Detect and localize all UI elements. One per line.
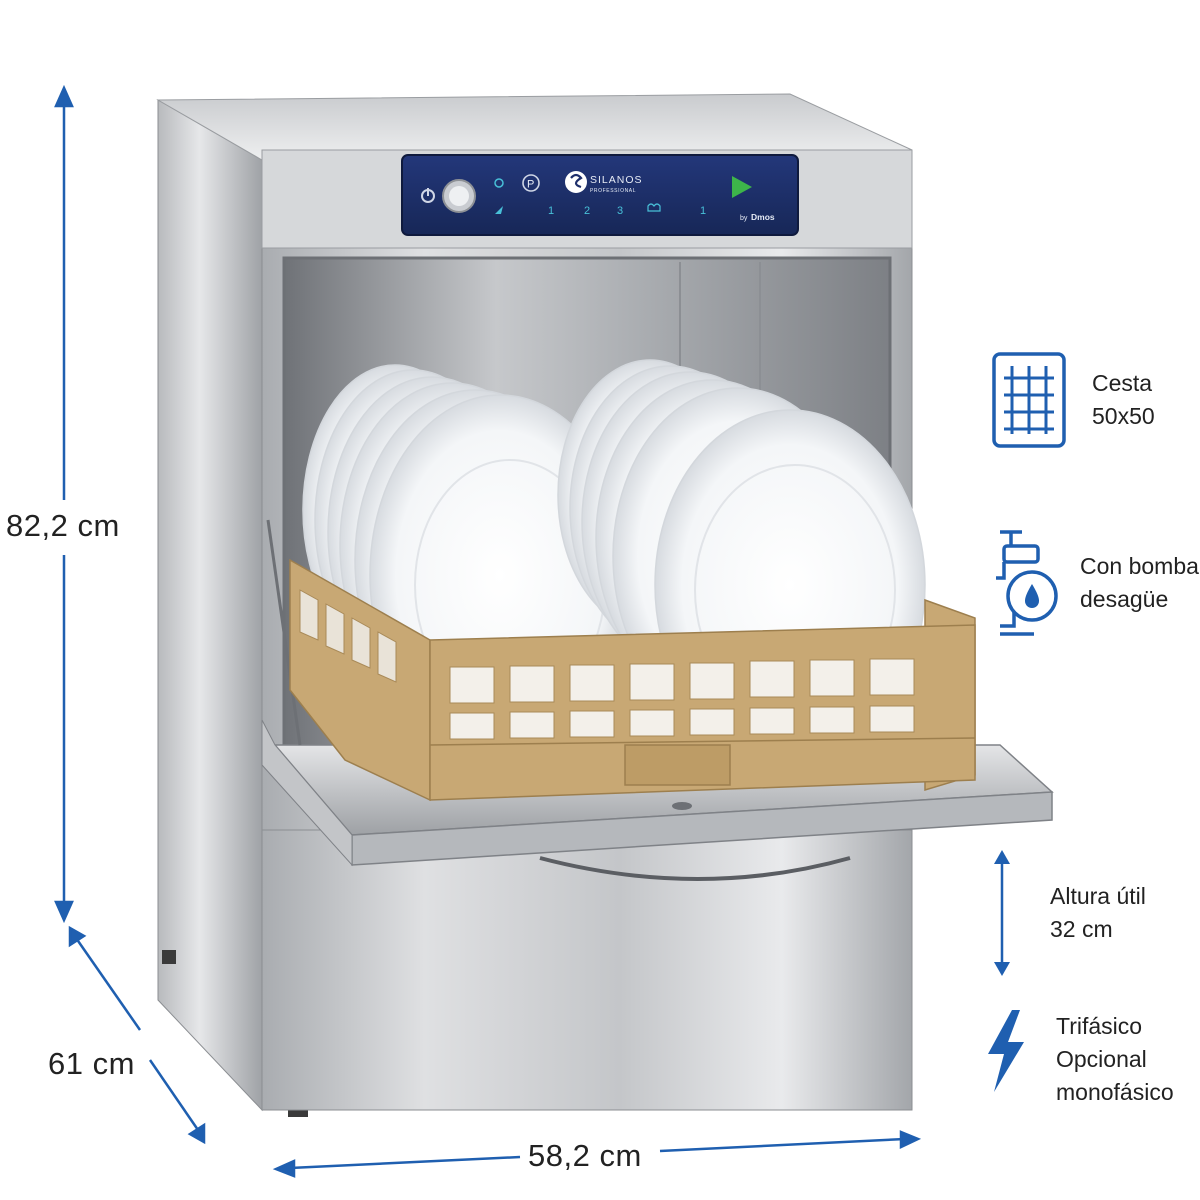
feature-drain-pump: Con bomba desagüe bbox=[992, 528, 1199, 638]
program-button-1[interactable]: 1 bbox=[548, 205, 554, 217]
feature-power-supply-line-2: Opcional bbox=[1056, 1046, 1147, 1072]
lightning-bolt-icon bbox=[988, 1010, 1024, 1092]
control-panel: P SILANOS PROFESSIONAL 1 2 3 1 by Dmos bbox=[401, 154, 799, 236]
feature-usable-height-text: Altura útil 32 cm bbox=[1050, 880, 1146, 946]
height-dimension-label: 82,2 cm bbox=[6, 508, 120, 543]
height-dimension-arrow bbox=[54, 84, 74, 924]
feature-power-supply: Trifásico Opcional monofásico bbox=[984, 1010, 1174, 1109]
leaf-icon bbox=[495, 206, 503, 214]
basket-grid-icon bbox=[992, 352, 1066, 448]
program-button-2[interactable]: 2 bbox=[584, 205, 590, 217]
feature-power-supply-line-3: monofásico bbox=[1056, 1079, 1174, 1105]
program-button-3[interactable]: 3 bbox=[617, 205, 623, 217]
depth-dimension-label: 61 cm bbox=[48, 1046, 135, 1081]
feature-power-supply-line-1: Trifásico bbox=[1056, 1013, 1143, 1039]
brand-subtitle: PROFESSIONAL bbox=[590, 188, 636, 194]
program-numbers[interactable]: 1 2 3 bbox=[548, 205, 623, 217]
program-p-icon[interactable]: P bbox=[522, 174, 540, 192]
width-dimension-label: 58,2 cm bbox=[528, 1138, 642, 1173]
power-icon[interactable] bbox=[421, 188, 435, 203]
feature-usable-height-line-2: 32 cm bbox=[1050, 916, 1113, 942]
width-dimension-arrow bbox=[272, 1130, 922, 1178]
by-prefix: by bbox=[740, 215, 748, 222]
feature-basket-line-1: Cesta bbox=[1092, 370, 1153, 396]
svg-text:P: P bbox=[527, 179, 534, 191]
start-play-icon[interactable] bbox=[732, 176, 752, 198]
brand-name: SILANOS bbox=[590, 174, 643, 186]
feature-basket: Cesta 50x50 bbox=[990, 350, 1155, 450]
feature-usable-height-line-1: Altura útil bbox=[1050, 883, 1146, 909]
feature-drain-pump-line-1: Con bomba bbox=[1080, 553, 1199, 579]
feature-drain-pump-line-2: desagüe bbox=[1080, 586, 1169, 612]
feature-basket-text: Cesta 50x50 bbox=[1092, 367, 1155, 433]
feature-power-supply-text: Trifásico Opcional monofásico bbox=[1056, 1010, 1174, 1109]
feature-usable-height: Altura útil 32 cm bbox=[990, 850, 1146, 976]
feature-basket-line-2: 50x50 bbox=[1092, 403, 1155, 429]
drain-pump-icon bbox=[996, 530, 1058, 636]
feature-drain-pump-text: Con bomba desagüe bbox=[1080, 550, 1199, 616]
main-knob[interactable] bbox=[442, 179, 476, 213]
dish-basket bbox=[289, 558, 976, 802]
by-brand: Dmos bbox=[751, 212, 775, 222]
eco-icon bbox=[494, 178, 504, 188]
silanos-logo: SILANOS PROFESSIONAL bbox=[565, 171, 643, 194]
vertical-height-arrow-icon bbox=[994, 850, 1010, 976]
start-indicator: 1 bbox=[700, 205, 706, 217]
depth-dimension-arrow bbox=[68, 925, 206, 1145]
hand-wash-icon[interactable] bbox=[647, 203, 661, 212]
